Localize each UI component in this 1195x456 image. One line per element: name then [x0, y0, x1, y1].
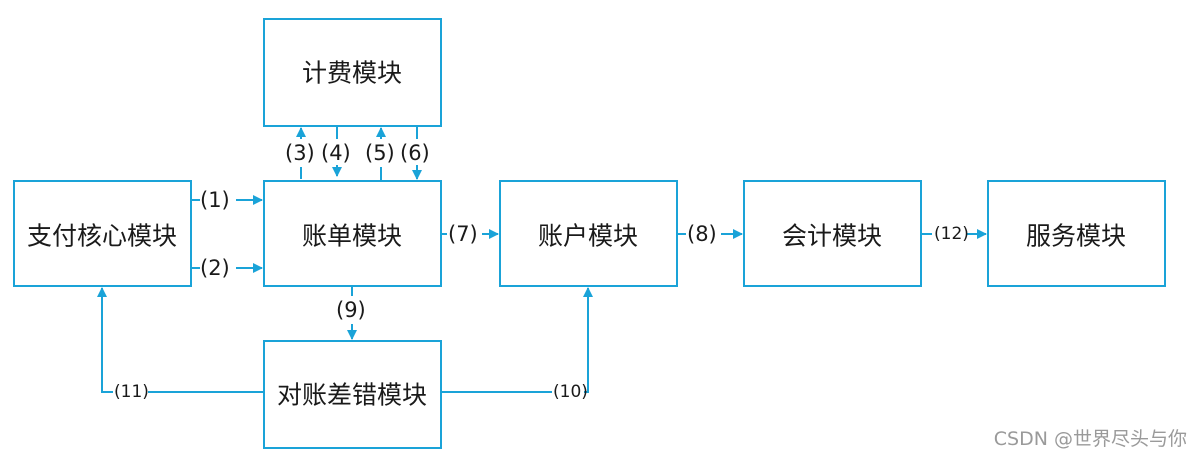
- node-payment-core: 支付核心模块: [13, 180, 192, 287]
- edge-11: (11): [97, 287, 264, 402]
- edge-2: (2): [191, 256, 263, 280]
- node-service-label: 服务模块: [1026, 222, 1126, 251]
- node-billing: 计费模块: [263, 18, 442, 127]
- node-billing-label: 计费模块: [302, 59, 402, 88]
- node-bill-label: 账单模块: [302, 222, 402, 251]
- edge-2-label: (2): [200, 256, 230, 280]
- node-account-label: 账户模块: [538, 222, 638, 251]
- node-reconciliation: 对账差错模块: [263, 340, 442, 449]
- node-accounting: 会计模块: [743, 180, 922, 287]
- edge-12: (12): [921, 224, 987, 244]
- edge-11-label: (11): [114, 382, 149, 402]
- edge-10: (10): [441, 287, 593, 402]
- node-bill: 账单模块: [263, 180, 442, 287]
- node-payment-core-label: 支付核心模块: [27, 222, 177, 251]
- watermark-text: CSDN @世界尽头与你: [993, 428, 1187, 450]
- edge-3: (3): [285, 127, 315, 179]
- edge-8-label: (8): [687, 222, 717, 246]
- edge-3-label: (3): [285, 141, 315, 165]
- edge-5: (5): [365, 127, 395, 181]
- edge-9-label: (9): [336, 298, 366, 322]
- edge-12-label: (12): [934, 224, 969, 244]
- node-account: 账户模块: [499, 180, 678, 287]
- edge-7-label: (7): [448, 222, 478, 246]
- node-reconciliation-label: 对账差错模块: [277, 381, 427, 410]
- edge-8: (8): [677, 222, 743, 246]
- edge-4: (4): [321, 126, 351, 177]
- edge-1-label: (1): [200, 188, 230, 212]
- edge-5-label: (5): [365, 141, 395, 165]
- node-service: 服务模块: [987, 180, 1166, 287]
- edge-4-label: (4): [321, 141, 351, 165]
- edge-1: (1): [191, 188, 263, 212]
- edge-9: (9): [336, 286, 366, 340]
- edge-10-label: (10): [553, 382, 588, 402]
- edge-7: (7): [441, 222, 499, 246]
- edge-6-label: (6): [400, 141, 430, 165]
- node-accounting-label: 会计模块: [782, 222, 882, 251]
- edge-6: (6): [400, 126, 430, 180]
